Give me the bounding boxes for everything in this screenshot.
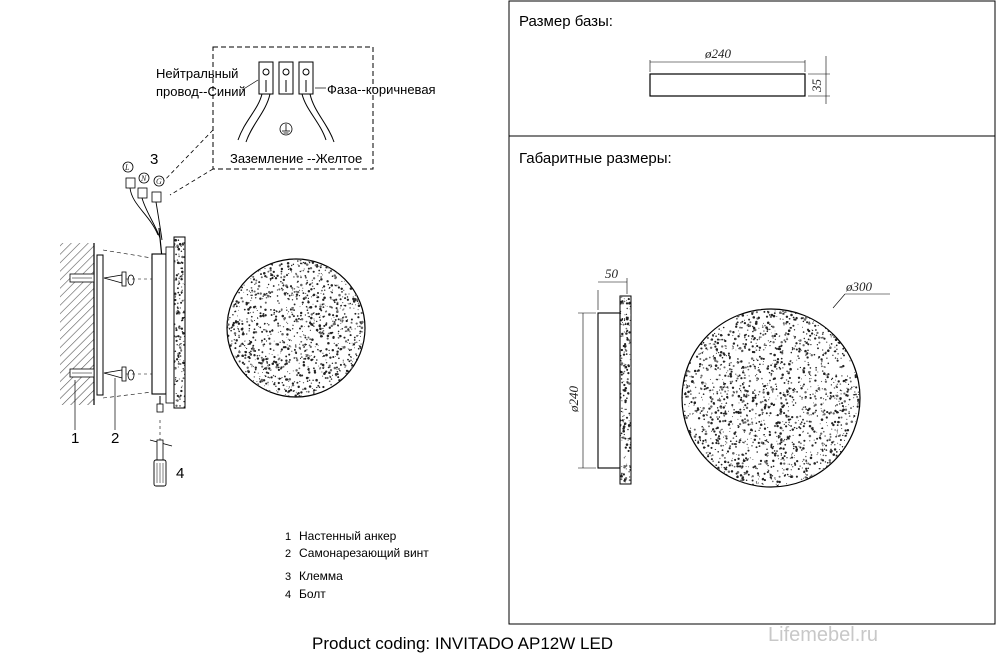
callout-4: 4 [176,465,184,482]
wall-hatch [60,243,94,405]
legend-text-3: Клемма [299,569,343,583]
product-coding: Product coding: INVITADO AP12W LED [312,634,613,653]
callout-1: 1 [71,430,79,447]
base-size-panel: Размер базы: ø240 35 [508,0,996,137]
self-tapping-screw-icon [103,271,135,382]
legend-num-2: 2 [285,548,291,560]
base-profile [649,73,806,97]
neutral-wire-label-line2: провод--Синий [156,84,246,99]
legend-text-4: Болт [299,587,326,601]
wiring-detail-box [212,46,374,170]
parts-legend: 1 Настенный анкер 2 Самонарезающий винт … [285,529,429,601]
legend-num-1: 1 [285,531,291,543]
bolt-screwdriver-icon [149,439,173,487]
base-side-profile [597,312,621,469]
wiring-detail: Нейтральный провод--Синий Фаза--коричнев… [156,46,436,196]
legend-text-1: Настенный анкер [299,529,397,543]
neutral-wire-label-line1: Нейтральный [156,66,238,81]
mounting-assembly: 1 2 3 4 [60,151,186,487]
legend-text-2: Самонарезающий винт [299,546,429,560]
legend-num-3: 3 [285,571,291,583]
watermark: Lifemebel.ru [768,624,878,646]
base-height-label: 35 [809,79,824,94]
callout-2: 2 [111,430,119,447]
lamp-front-view [226,258,366,398]
base-width-label: ø240 [704,46,732,61]
base-diameter-label: ø240 [566,386,581,414]
legend-num-4: 4 [285,589,291,601]
ground-symbol-icon [279,122,293,136]
lamp-base-side [151,253,167,395]
terminal-block [258,61,314,95]
front-view: ø300 [681,279,890,488]
mounting-plate [96,254,104,396]
diffuser-front-circle [226,258,366,398]
outer-diameter-label: ø300 [845,279,873,294]
terminal-G-label: G [156,177,162,186]
callout-3: 3 [150,151,158,168]
side-view: 50 ø240 [566,266,632,485]
wall-anchor-icon [69,273,95,378]
overall-size-panel: Габаритные размеры: 50 ø240 ø300 [508,135,996,625]
terminal-N-label: N [140,174,147,183]
depth-label: 50 [605,266,619,281]
diffuser-front-circle [681,308,861,488]
diffuser-side-strip [173,236,186,409]
base-size-title: Размер базы: [519,13,613,30]
ground-wire-label: Заземление --Желтое [230,151,362,166]
overall-size-title: Габаритные размеры: [519,150,672,167]
terminal-clamp: L N G [122,161,165,259]
terminal-L-label: L [124,163,130,172]
phase-wire-label: Фаза--коричневая [327,82,436,97]
